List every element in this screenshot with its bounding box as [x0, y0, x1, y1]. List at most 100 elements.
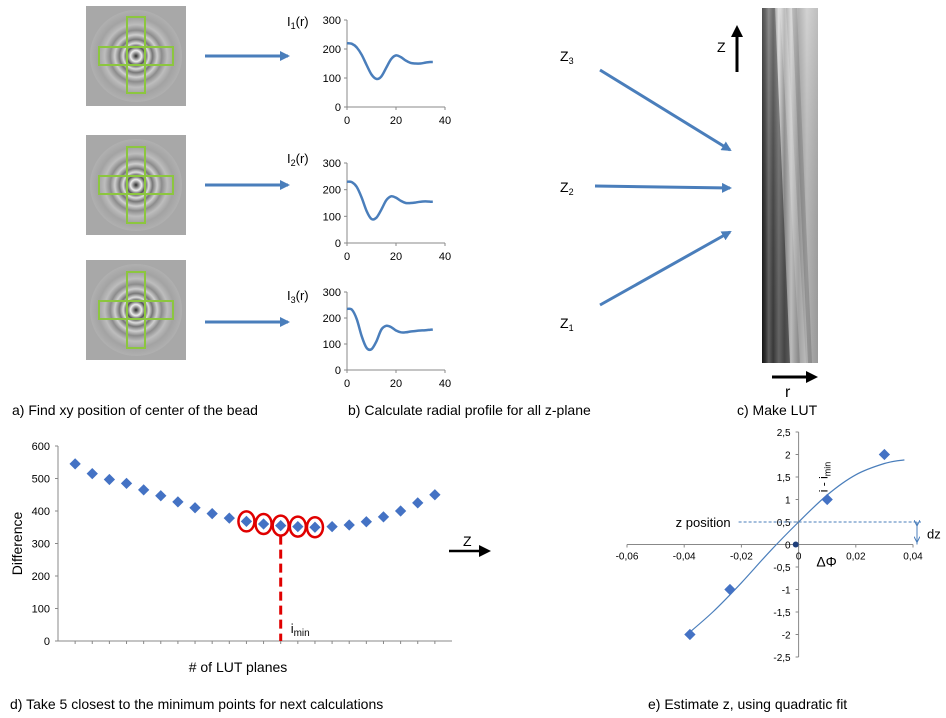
y-axis-label: i - imin [817, 462, 833, 493]
data-point [412, 497, 424, 509]
y-tick-label: 100 [323, 339, 341, 351]
lut-plane-label-2: Z2 [560, 179, 574, 197]
x-tick-label: 40 [439, 251, 451, 263]
y-tick-label: -1 [782, 586, 791, 597]
x-tick-label: -0,04 [673, 552, 696, 563]
profile-label-3: I3(r) [287, 288, 309, 305]
dz-label: dz [927, 526, 941, 541]
data-point [86, 467, 98, 480]
y-tick-label: 400 [32, 506, 50, 518]
data-point [292, 520, 304, 533]
lut-arrow-z3 [599, 68, 732, 152]
x-axis-label: ΔΦ [816, 554, 837, 570]
y-tick-label: 200 [32, 571, 50, 583]
y-tick-label: 0,5 [777, 518, 791, 529]
data-point [223, 512, 235, 524]
y-tick-label: 0 [335, 238, 341, 250]
selected-point-circle [305, 516, 325, 539]
y-tick-label: 200 [323, 44, 341, 56]
caption-e: e) Estimate z, using quadratic fit [648, 696, 848, 712]
y-tick-label: 0 [335, 102, 341, 114]
x-tick-label: -0,06 [616, 552, 639, 563]
x-tick-label: -0,02 [730, 552, 753, 563]
x-tick-label: 20 [390, 115, 402, 127]
x-tick-label: 0 [344, 115, 350, 127]
y-tick-label: 0 [44, 636, 50, 648]
bead-image-2 [86, 135, 186, 235]
y-tick-label: 0 [785, 541, 791, 552]
quadratic-fit-chart: -2,5-2-1,5-1-0,500,511,522,5-0,06-0,04-0… [616, 428, 941, 664]
profile-chart-2: 0 100 200 300 0 20 40 [323, 158, 451, 263]
y-tick-label: 200 [323, 185, 341, 197]
data-point [206, 507, 218, 520]
data-point [360, 516, 373, 528]
data-point [257, 518, 270, 530]
x-tick-label: 0,04 [903, 552, 923, 563]
y-tick-label: 100 [323, 73, 341, 85]
y-tick-label: -2 [782, 631, 791, 642]
selected-point-circle [237, 510, 256, 533]
lut-image [762, 8, 818, 363]
y-tick-label: -0,5 [773, 563, 791, 574]
profile-chart-3: 0 100 200 300 0 20 40 [323, 287, 451, 390]
data-point [155, 490, 167, 502]
data-point [309, 521, 321, 533]
data-point [326, 520, 338, 533]
caption-d: d) Take 5 closest to the minimum points … [10, 696, 384, 712]
x-tick-label: 40 [439, 378, 451, 390]
x-tick-label: 20 [390, 378, 402, 390]
y-tick-label: 300 [32, 539, 50, 551]
lut-plane-label-1: Z1 [560, 315, 574, 333]
data-point [103, 473, 116, 486]
lut-z-axis-label: Z [717, 39, 726, 55]
data-point [684, 628, 696, 641]
data-point [377, 511, 390, 523]
x-axis-label: # of LUT planes [189, 659, 288, 675]
x-tick-label: 0 [344, 378, 350, 390]
y-tick-label: 100 [32, 604, 50, 616]
z-direction-label: Z [463, 533, 472, 549]
profile-label-1: I1(r) [287, 14, 309, 31]
y-tick-label: 0 [335, 365, 341, 377]
x-tick-label: 0,02 [846, 552, 866, 563]
imin-label: imin [291, 621, 310, 639]
data-point [429, 489, 441, 501]
caption-a: a) Find xy position of center of the bea… [12, 402, 258, 418]
lut-r-axis-label: r [785, 384, 791, 401]
data-point [137, 484, 150, 496]
data-point [724, 583, 736, 596]
data-point [821, 493, 833, 506]
data-point [120, 477, 133, 490]
data-point [878, 448, 891, 461]
y-tick-label: 500 [32, 474, 50, 486]
y-tick-label: 100 [323, 211, 341, 223]
bead-image-3 [86, 260, 186, 360]
z-position-label: z position [676, 515, 731, 530]
profile-label-2: I2(r) [287, 151, 309, 168]
origin-point [792, 541, 799, 548]
lut-plane-label-3: Z3 [560, 48, 574, 66]
data-point [172, 496, 184, 508]
data-point [343, 519, 355, 531]
x-tick-label: 0 [344, 251, 350, 263]
y-axis-label: Difference [9, 512, 25, 576]
y-tick-label: 300 [323, 158, 341, 170]
data-point [394, 505, 407, 517]
caption-c: c) Make LUT [737, 402, 818, 418]
y-tick-label: 300 [323, 287, 341, 299]
y-tick-label: 2,5 [777, 428, 791, 439]
y-tick-label: -1,5 [773, 608, 791, 619]
profile-curve [346, 180, 433, 221]
bead-image-1 [86, 6, 186, 106]
data-point [240, 515, 253, 528]
y-tick-label: 200 [323, 313, 341, 325]
caption-b: b) Calculate radial profile for all z-pl… [348, 402, 591, 418]
y-tick-label: 1 [785, 496, 791, 507]
x-tick-label: 20 [390, 251, 402, 263]
lut-arrow-z2 [594, 182, 732, 193]
x-tick-label: 40 [439, 115, 451, 127]
y-tick-label: -2,5 [773, 653, 791, 664]
